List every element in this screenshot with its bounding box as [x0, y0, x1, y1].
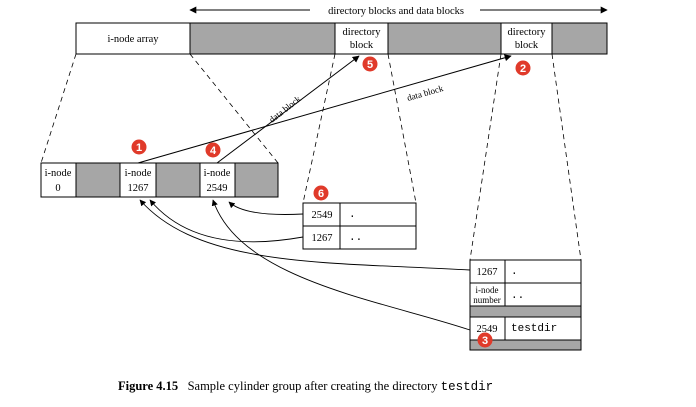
- inode-0-label: i-node: [45, 168, 72, 179]
- svg-text:2: 2: [520, 63, 526, 75]
- directory-block-5-label-line1: directory: [343, 27, 382, 38]
- svg-text:5: 5: [367, 59, 373, 71]
- inode-array-row: i-node 0 i-node 1267 i-node 2549: [40, 162, 279, 198]
- directory-block-2-label-line2: block: [515, 40, 539, 51]
- directory-block-2-label-line1: directory: [508, 27, 547, 38]
- figure-caption-text: Sample cylinder group after creating the…: [187, 379, 438, 393]
- cylinder-group-bar: i-node array directory block directory b…: [75, 22, 608, 55]
- dir-b-row-1-inode: 1267: [477, 267, 498, 278]
- inode-array-label: i-node array: [107, 34, 159, 45]
- top-span: directory blocks and data blocks: [189, 6, 608, 17]
- directory-block-5-label-line2: block: [350, 40, 374, 51]
- svg-text:6: 6: [318, 188, 324, 200]
- shaded-block: [469, 339, 582, 351]
- inode-1267-number: 1267: [128, 183, 149, 194]
- marker-2: 2: [515, 60, 531, 76]
- dir-a-row-1-inode: 2549: [312, 210, 333, 221]
- shaded-block: [155, 162, 201, 198]
- dir-b-row-2-name: ..: [511, 290, 524, 302]
- shaded-block: [387, 22, 502, 55]
- svg-text:4: 4: [210, 145, 217, 157]
- data-block-label-4: data block: [267, 93, 303, 124]
- marker-6: 6: [313, 185, 329, 201]
- figure-label: Figure 4.15: [118, 379, 179, 393]
- marker-5: 5: [362, 56, 378, 72]
- inode-number-line1: i-node: [476, 285, 499, 295]
- top-span-label: directory blocks and data blocks: [328, 6, 464, 17]
- svg-text:1: 1: [136, 142, 142, 154]
- reference-arrows: [139, 199, 471, 331]
- figure-caption: Figure 4.15 Sample cylinder group after …: [118, 379, 493, 394]
- marker-1: 1: [131, 139, 147, 155]
- inode-2549-label: i-node: [204, 168, 231, 179]
- shaded-block: [75, 162, 121, 198]
- marker-3: 3: [477, 332, 493, 348]
- shaded-block: [551, 22, 608, 55]
- inode-1267-label: i-node: [125, 168, 152, 179]
- dir-b-row-3-inode: 2549: [477, 324, 498, 335]
- shaded-block: [469, 305, 582, 318]
- figure-caption-code: testdir: [440, 380, 494, 394]
- data-block-arrows: [137, 54, 512, 164]
- directory-block-a: 2549 . 1267 ..: [302, 202, 417, 250]
- inode-2549-number: 2549: [207, 183, 228, 194]
- shaded-block: [234, 162, 279, 198]
- data-block-label-2: data block: [406, 83, 445, 103]
- dir-b-row-1-name: .: [511, 266, 518, 278]
- inode-0-number: 0: [55, 183, 60, 194]
- inode-number-line2: number: [473, 295, 501, 305]
- directory-block-b: 1267 . i-node number .. 2549 testdir: [469, 259, 582, 351]
- svg-text:3: 3: [482, 335, 488, 347]
- shaded-block: [189, 22, 336, 55]
- marker-4: 4: [205, 142, 221, 158]
- dir-b-row-3-name: testdir: [511, 323, 557, 335]
- dir-a-row-1-name: .: [349, 209, 356, 221]
- dir-a-row-2-name: ..: [349, 232, 362, 244]
- projection-lines: [40, 53, 582, 261]
- dir-a-row-2-inode: 1267: [312, 233, 333, 244]
